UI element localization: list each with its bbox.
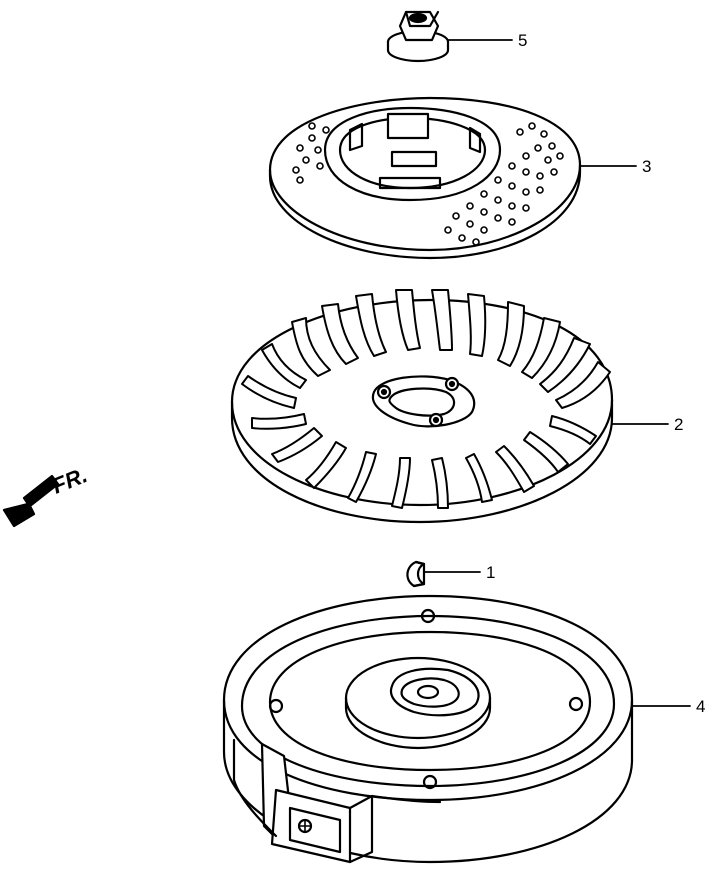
flange-nut [386, 10, 450, 63]
callout-4: 4 [696, 697, 705, 716]
starter-pulley [268, 96, 582, 260]
callout-5: 5 [518, 31, 527, 50]
cooling-fan [230, 289, 614, 524]
callout-2: 2 [674, 415, 683, 434]
leader-lines [423, 39, 691, 707]
callout-1: 1 [486, 563, 495, 582]
flywheel [222, 594, 634, 864]
front-direction-arrow [2, 474, 60, 528]
callout-3: 3 [642, 157, 651, 176]
woodruff-key [406, 560, 426, 588]
front-direction-label: FR. [49, 462, 91, 498]
